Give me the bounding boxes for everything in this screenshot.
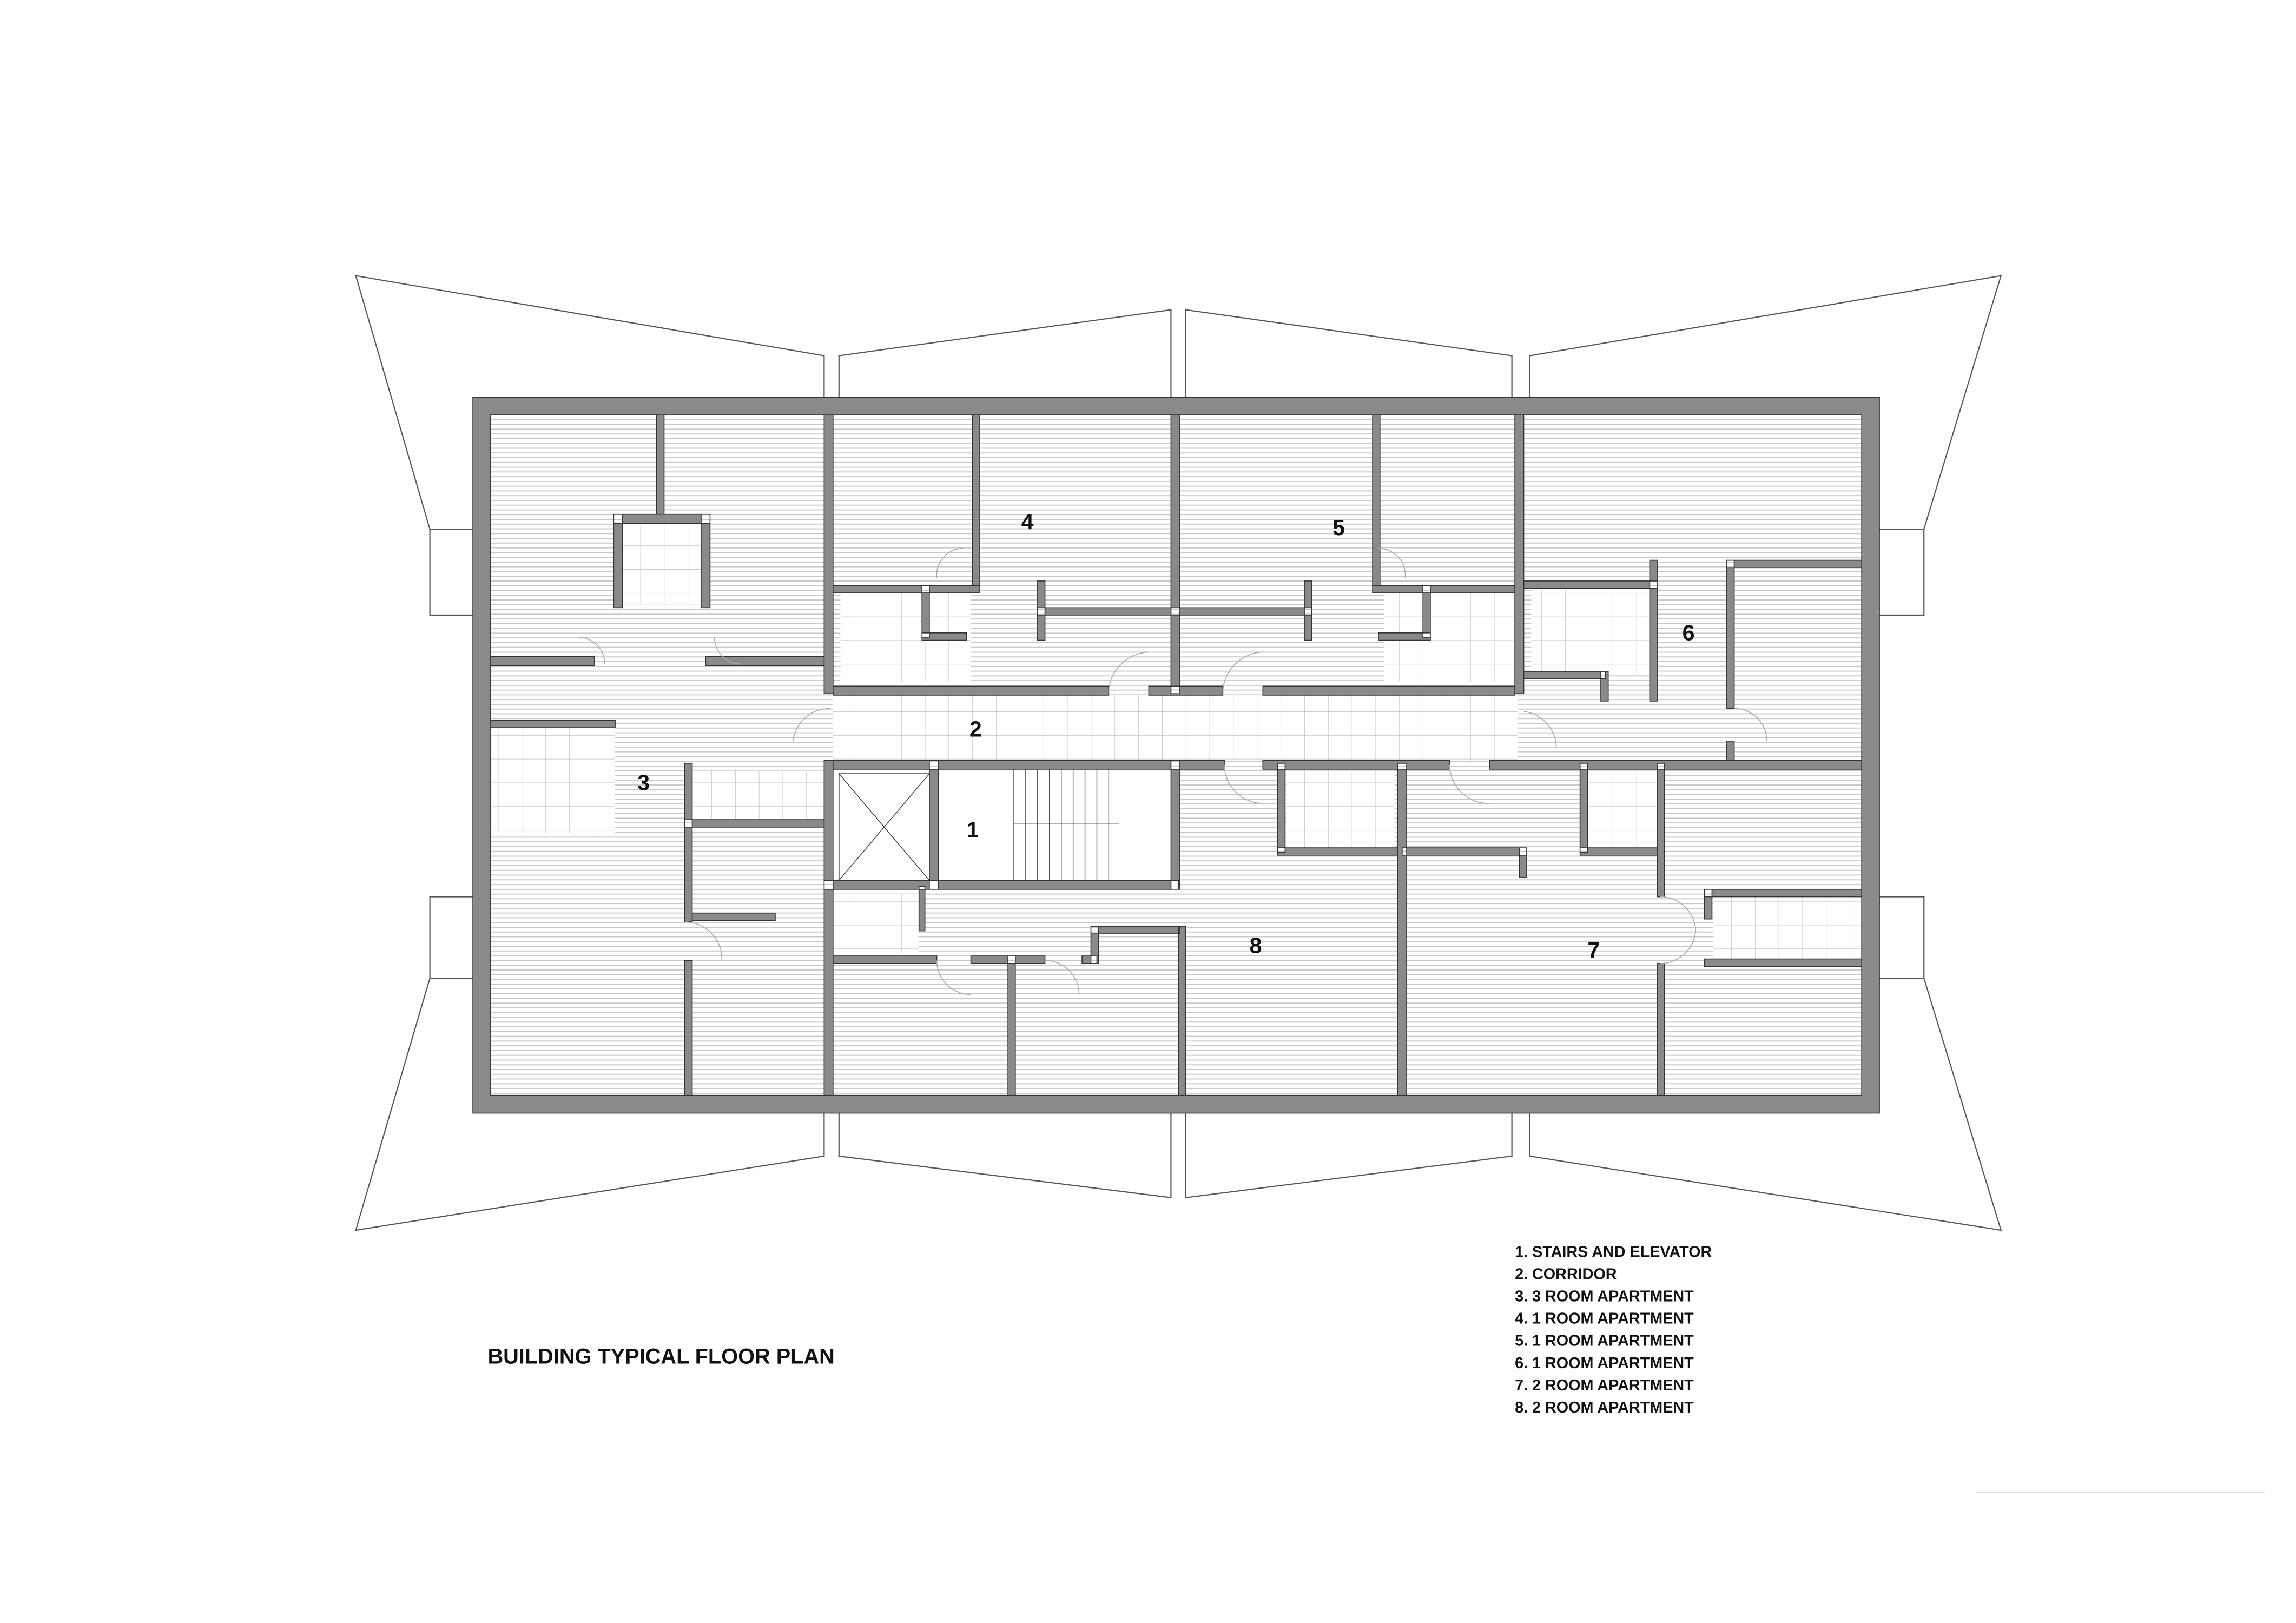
- legend: 1. STAIRS AND ELEVATOR 2. CORRIDOR 3. 3 RO…: [1515, 1243, 1712, 1416]
- legend-item: 3. 3 ROOM APARTMENT: [1515, 1288, 1694, 1305]
- door-swings: [578, 547, 1767, 995]
- room-number-8: 8: [1250, 933, 1262, 958]
- legend-item: 6. 1 ROOM APARTMENT: [1515, 1355, 1694, 1372]
- room-number-2: 2: [969, 717, 982, 742]
- legend-item: 4. 1 ROOM APARTMENT: [1515, 1310, 1694, 1328]
- walls: [472, 397, 1880, 1114]
- room-number-3: 3: [637, 770, 650, 795]
- room-number-1: 1: [966, 817, 979, 842]
- plan-title: BUILDING TYPICAL FLOOR PLAN: [487, 1345, 834, 1369]
- room-number-5: 5: [1332, 515, 1345, 540]
- wing-outline: [355, 275, 2002, 1231]
- legend-item: 1. STAIRS AND ELEVATOR: [1515, 1243, 1712, 1261]
- legend-item: 7. 2 ROOM APARTMENT: [1515, 1377, 1694, 1394]
- legend-item: 8. 2 ROOM APARTMENT: [1515, 1399, 1694, 1416]
- legend-item: 2. CORRIDOR: [1515, 1265, 1617, 1283]
- room-number-7: 7: [1587, 938, 1600, 962]
- legend-item: 5. 1 ROOM APARTMENT: [1515, 1332, 1694, 1350]
- room-number-6: 6: [1683, 621, 1695, 645]
- room-numbers: 1 2 3 4 5 6 7 8: [637, 509, 1694, 962]
- room-number-4: 4: [1021, 509, 1034, 534]
